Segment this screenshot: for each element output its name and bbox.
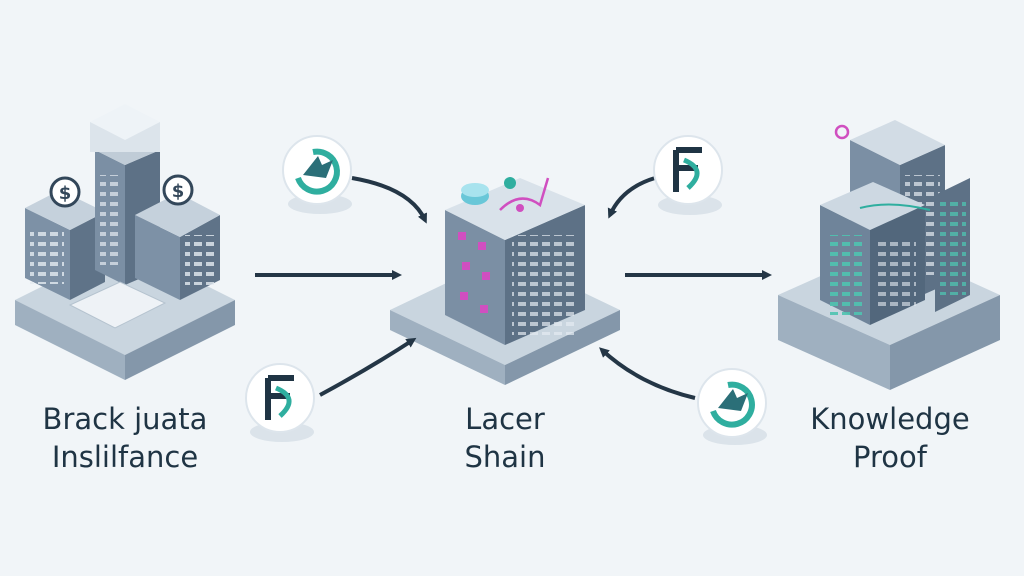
refresh-bird-icon: [295, 148, 340, 195]
badge-bottom-left: [245, 363, 315, 442]
center-node-label: Lacer Shain: [420, 400, 590, 476]
badge-top-right: [653, 135, 723, 215]
left-node-label-line-1: Brack juata: [42, 402, 208, 436]
center-node-label-line-2: Shain: [464, 440, 546, 474]
dollar-coin-icon: $: [162, 174, 194, 206]
right-node-label-line-1: Knowledge: [810, 402, 970, 436]
refresh-bird-icon: [710, 381, 755, 428]
currency-f-icon: [265, 375, 294, 420]
arrow-bottom-right-curve: [599, 347, 696, 400]
connection-arrows: [255, 176, 772, 400]
badge-bottom-right: [697, 368, 767, 445]
left-node-label: Brack juata Inslilfance: [20, 400, 230, 476]
left-node-label-line-2: Inslilfance: [51, 440, 199, 474]
center-node-label-line-1: Lacer: [465, 402, 545, 436]
badge-top-left: [282, 135, 352, 214]
right-building: [778, 120, 1000, 390]
arrow-bottom-left-curve: [319, 337, 417, 397]
svg-text:$: $: [59, 183, 72, 204]
center-building: [390, 177, 620, 385]
left-building-cluster: $ $: [15, 104, 235, 380]
svg-text:$: $: [172, 181, 185, 202]
right-node-label-line-2: Proof: [853, 440, 927, 474]
arrow-top-right-curve: [607, 176, 656, 219]
currency-f-icon: [673, 147, 702, 192]
arrow-top-left-curve: [351, 176, 427, 224]
dollar-coin-icon: $: [49, 176, 81, 208]
right-node-label: Knowledge Proof: [780, 400, 1000, 476]
